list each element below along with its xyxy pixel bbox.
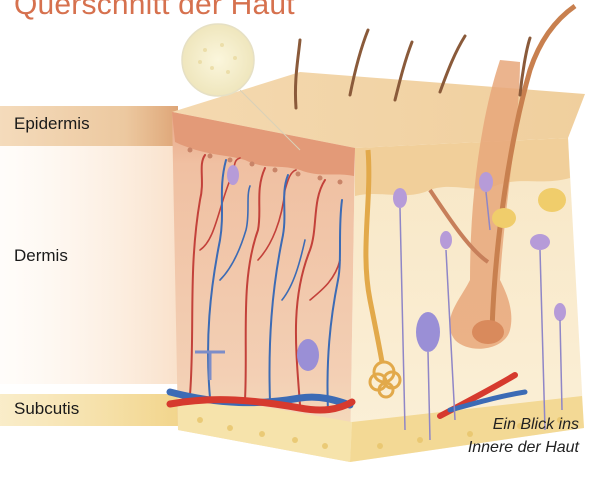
label-subcutis: Subcutis xyxy=(14,399,79,419)
caption-line-2: Innere der Haut xyxy=(468,436,579,459)
pacinian-corpuscle xyxy=(297,339,319,371)
caption: Ein Blick ins Innere der Haut xyxy=(468,413,579,459)
label-dermis: Dermis xyxy=(14,246,68,266)
magnified-view xyxy=(182,24,254,96)
hair-bulb xyxy=(472,320,504,344)
sebaceous-gland-front xyxy=(227,165,239,185)
label-epidermis: Epidermis xyxy=(14,114,90,134)
caption-line-1: Ein Blick ins xyxy=(468,413,579,436)
